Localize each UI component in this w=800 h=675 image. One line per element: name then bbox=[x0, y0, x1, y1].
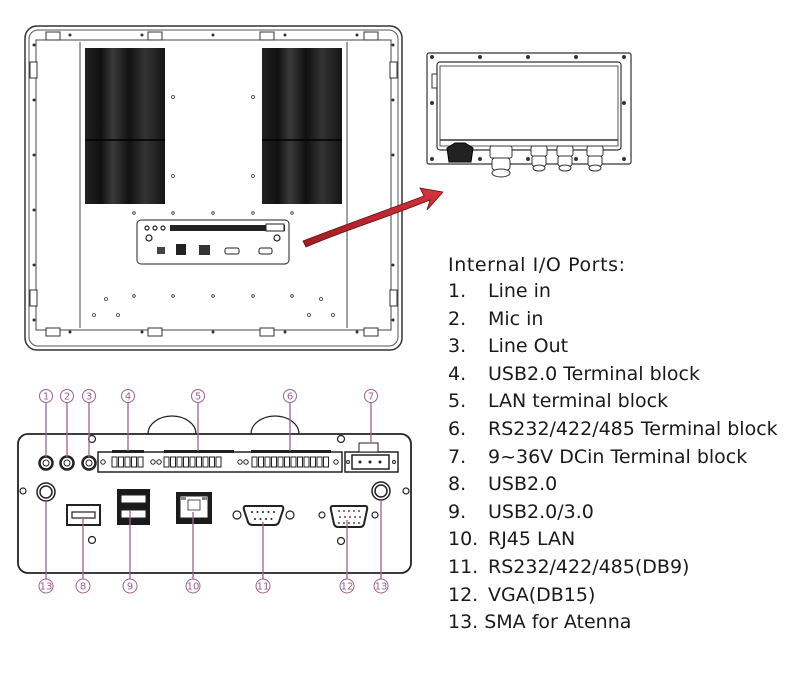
legend-item: 8. USB2.0 bbox=[448, 471, 778, 499]
db9-port bbox=[232, 505, 295, 526]
vga-port bbox=[318, 505, 379, 528]
legend-item: 11. RS232/422/485(DB9) bbox=[448, 554, 778, 582]
legend-item-label: USB2.0 Terminal block bbox=[488, 362, 701, 385]
legend-item-label: RS232/422/485 Terminal block bbox=[488, 417, 778, 440]
callout-number: 8 bbox=[80, 582, 86, 593]
rear-io-panel-thumbnail bbox=[136, 219, 290, 265]
callout-circle bbox=[38, 578, 54, 594]
callout-number: 2 bbox=[64, 392, 70, 403]
legend-item: 9. USB2.0/3.0 bbox=[448, 499, 778, 527]
heatsink-left bbox=[85, 48, 165, 204]
legend-item-label: 9~36V DCin Terminal block bbox=[488, 445, 748, 468]
callout-circle bbox=[373, 578, 389, 594]
callout-number: 6 bbox=[287, 392, 293, 403]
callout-circle bbox=[39, 389, 53, 403]
callout-circle bbox=[60, 389, 74, 403]
legend-item-label: USB2.0 bbox=[488, 473, 558, 496]
callout-number: 4 bbox=[125, 392, 131, 403]
callout-number: 13 bbox=[40, 582, 53, 593]
heatsink-right bbox=[262, 48, 342, 204]
callout-number: 10 bbox=[187, 582, 200, 593]
terminal-blocks bbox=[97, 442, 399, 473]
zoom-arrow bbox=[302, 187, 444, 248]
audio-jacks bbox=[38, 455, 97, 471]
legend-item: 2. Mic in bbox=[448, 306, 778, 334]
legend-item-label: Line Out bbox=[488, 335, 569, 358]
callout-number: 7 bbox=[368, 392, 374, 403]
callout-circle bbox=[75, 578, 91, 594]
legend-item-number: 9. bbox=[448, 500, 467, 523]
legend-item-number: 5. bbox=[448, 390, 467, 413]
legend-item-number: 7. bbox=[448, 445, 467, 468]
legend-item: 7. 9~36V DCin Terminal block bbox=[448, 444, 778, 472]
legend-item: 3. Line Out bbox=[448, 333, 778, 361]
legend-item-number: 2. bbox=[448, 307, 467, 330]
callout-circle bbox=[255, 578, 271, 594]
callout-circle bbox=[339, 578, 355, 594]
legend-item-number: 12. bbox=[448, 583, 479, 606]
rj45-port bbox=[176, 492, 212, 524]
legend-item-label: USB2.0/3.0 bbox=[488, 500, 594, 523]
legend-item: 5. LAN terminal block bbox=[448, 388, 778, 416]
callout-number: 3 bbox=[86, 392, 92, 403]
callout-circle bbox=[122, 578, 138, 594]
callout-circle bbox=[82, 389, 96, 403]
legend-item: 10. RJ45 LAN bbox=[448, 526, 778, 554]
sma-connectors bbox=[36, 481, 391, 502]
callout-circle bbox=[121, 389, 135, 403]
legend-item: 1. Line in bbox=[448, 278, 778, 306]
legend-item-label: Mic in bbox=[488, 307, 544, 330]
legend-item-label: VGA(DB15) bbox=[488, 583, 596, 606]
callout-number: 9 bbox=[127, 582, 133, 593]
callout-number: 5 bbox=[195, 392, 201, 403]
legend-item-label: SMA for Atenna bbox=[484, 611, 632, 634]
callout-number: 11 bbox=[257, 582, 270, 593]
callout-number: 1 bbox=[43, 392, 49, 403]
callout-number: 12 bbox=[341, 582, 354, 593]
legend-item-label: RJ45 LAN bbox=[488, 528, 576, 551]
legend-item-number: 1. bbox=[448, 280, 467, 302]
callout-circle bbox=[185, 578, 201, 594]
callout-circle bbox=[191, 389, 205, 403]
legend-item-number: 13. bbox=[448, 611, 479, 634]
legend-item-label: Line in bbox=[488, 280, 551, 302]
callout-circle bbox=[364, 389, 378, 403]
legend-item-number: 10. bbox=[448, 528, 479, 551]
callout-number: 13 bbox=[375, 582, 388, 593]
legend-item-label: RS232/422/485(DB9) bbox=[488, 555, 690, 578]
legend-item: 12. VGA(DB15) bbox=[448, 582, 778, 610]
legend-title: Internal I/O Ports: bbox=[448, 254, 626, 276]
port-legend: Internal I/O Ports: 1. Line in 2. Mic in 3. L… bbox=[448, 254, 778, 637]
legend-item: 4. USB2.0 Terminal block bbox=[448, 361, 778, 389]
legend-item-number: 11. bbox=[448, 555, 479, 578]
legend-item-label: LAN terminal block bbox=[488, 390, 669, 413]
legend-item: 13.SMA for Atenna bbox=[448, 609, 778, 637]
legend-item-number: 6. bbox=[448, 417, 467, 440]
legend-item-number: 4. bbox=[448, 362, 467, 385]
io-panel-enlarged bbox=[17, 415, 412, 574]
legend-item-number: 8. bbox=[448, 473, 467, 496]
callout-circle bbox=[283, 389, 297, 403]
io-box-detail bbox=[426, 52, 632, 178]
legend-item-number: 3. bbox=[448, 335, 467, 358]
panel-pc-rear-view bbox=[24, 25, 403, 351]
legend-item: 6. RS232/422/485 Terminal block bbox=[448, 416, 778, 444]
usb-stacked-port bbox=[117, 489, 150, 525]
